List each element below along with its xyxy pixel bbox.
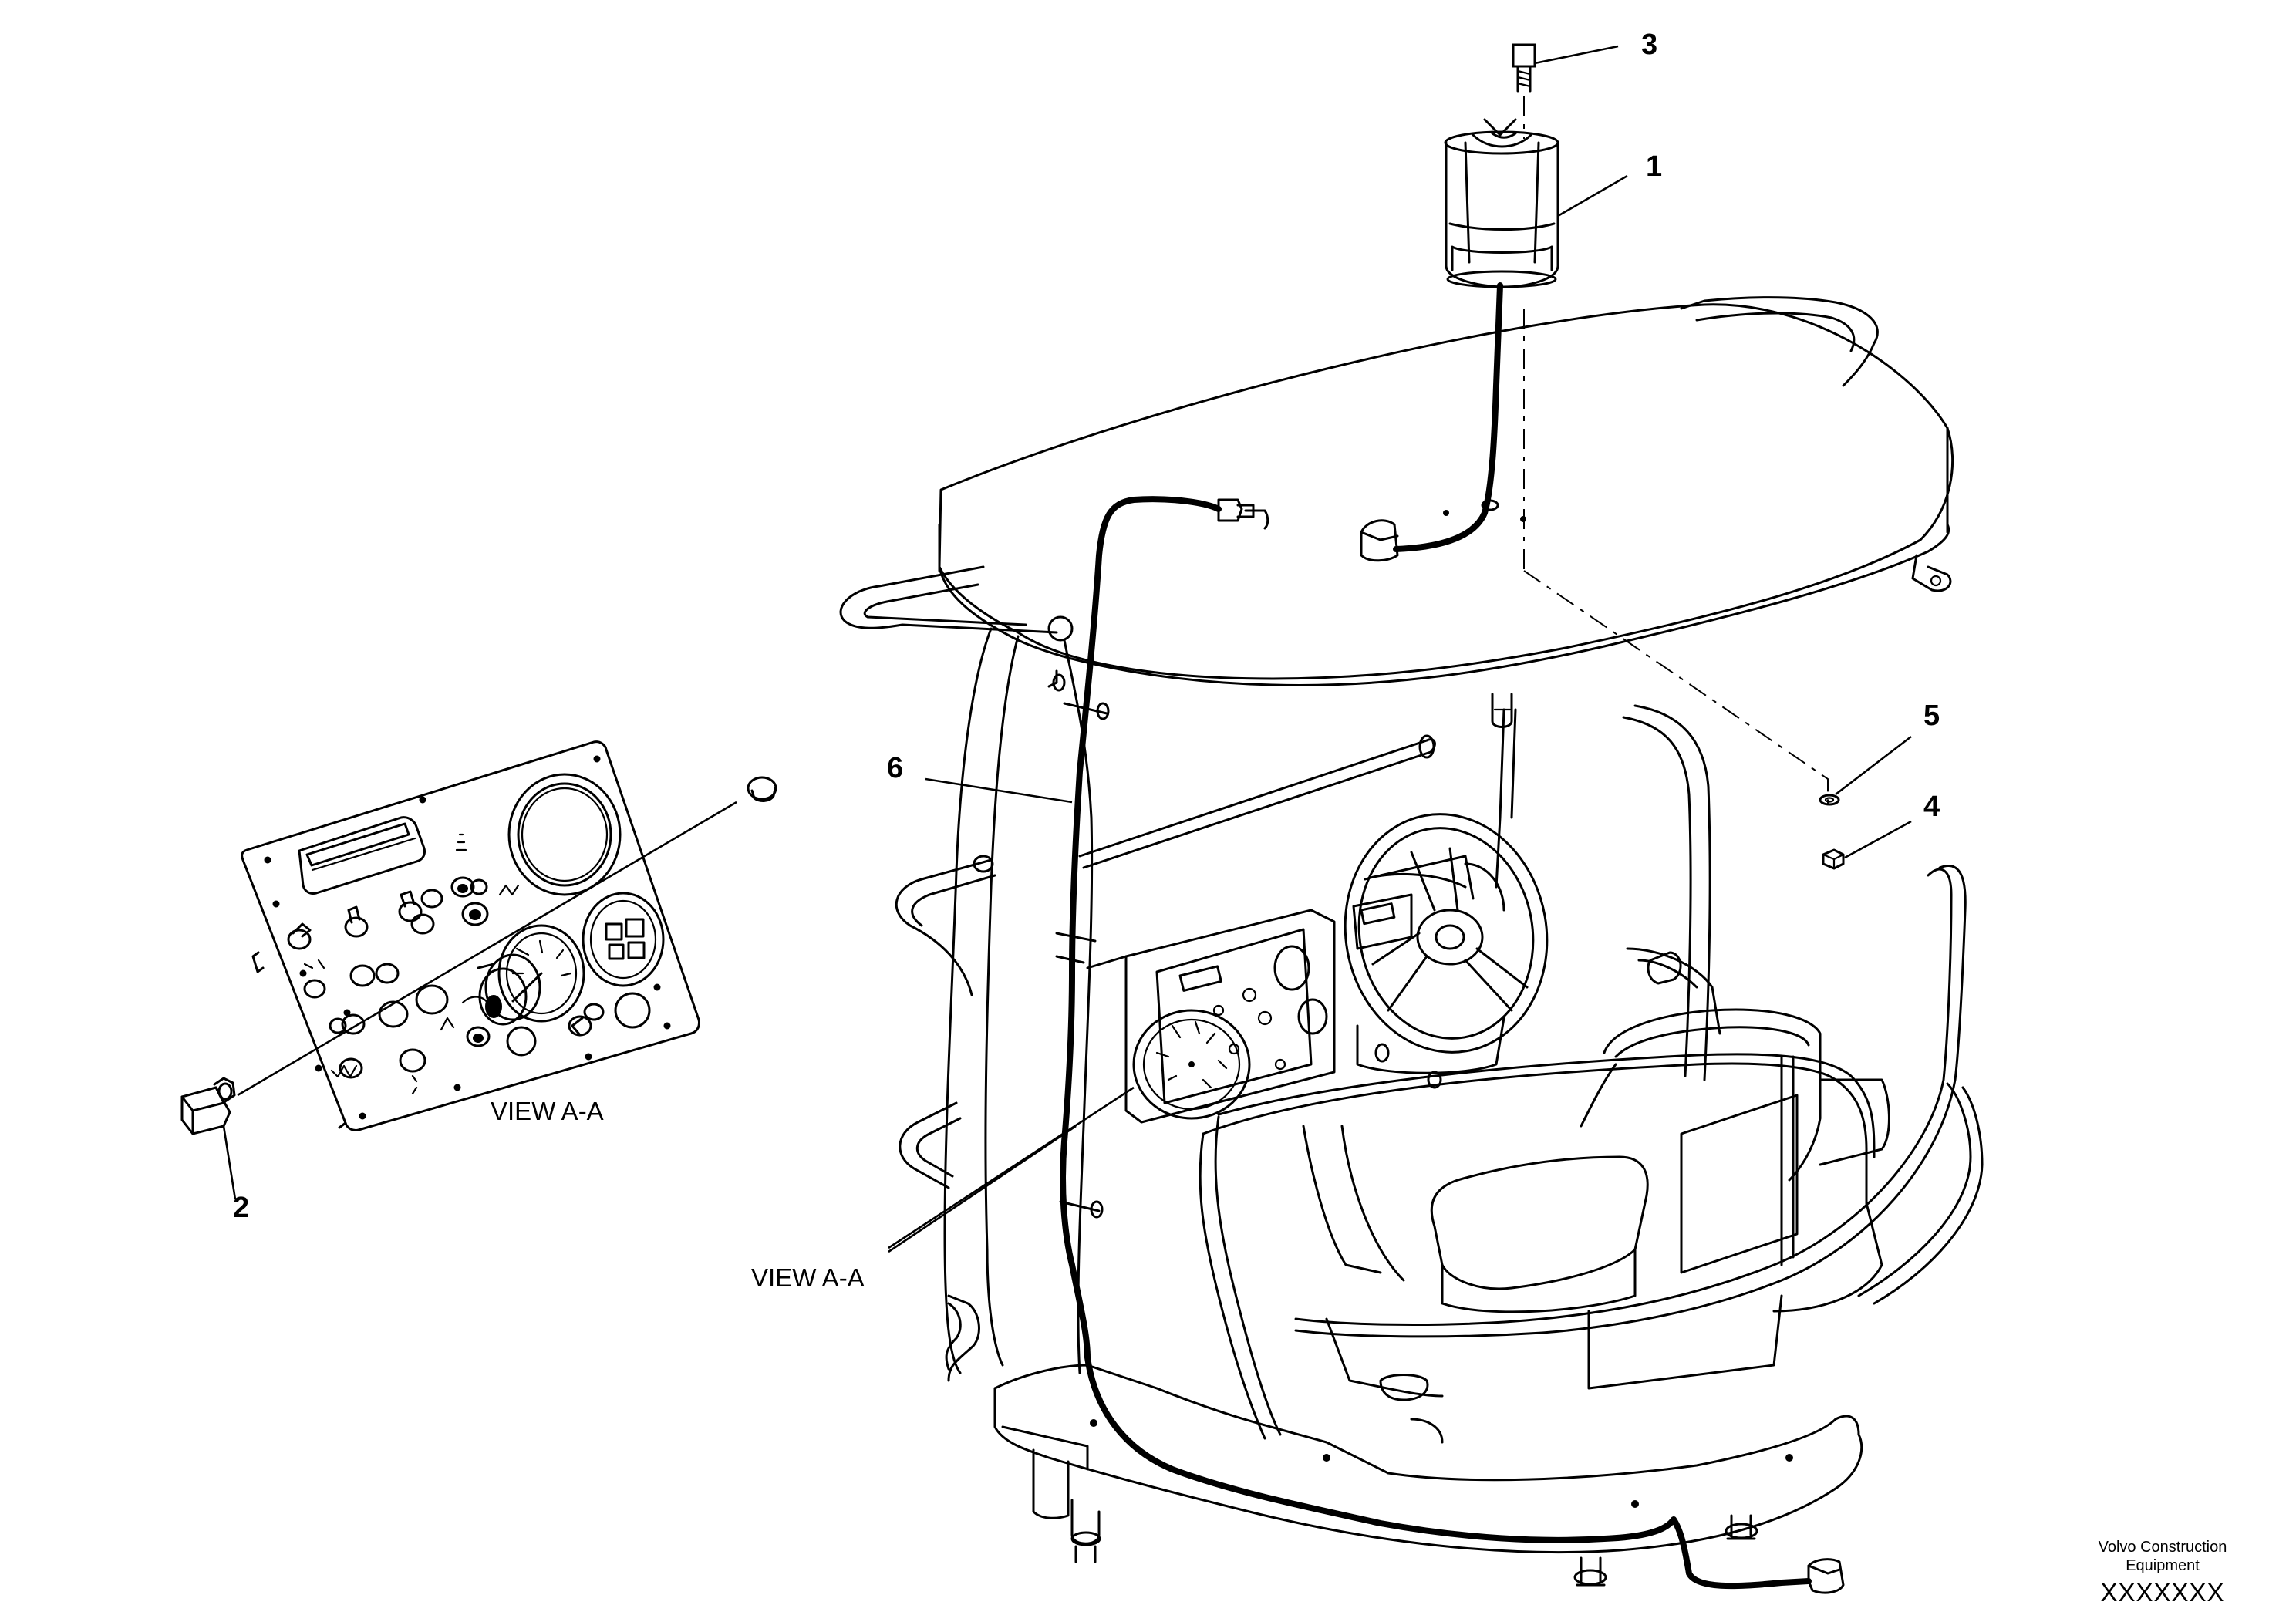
brand-line-2: Equipment: [2126, 1557, 2200, 1574]
left-side-rails: [895, 855, 996, 1382]
mount-feet: [1070, 1499, 1758, 1587]
axis-line-2: [1523, 570, 1829, 806]
view-label-main: VIEW A-A: [751, 1263, 865, 1292]
leader-lines: [222, 45, 1912, 1253]
beacon-light: [1444, 118, 1559, 288]
nut: [1822, 848, 1845, 870]
cab-frame: [943, 627, 1711, 1374]
bolt: [1512, 43, 1536, 93]
operator-guard-rail: [1199, 865, 1984, 1440]
view-label-detail: VIEW A-A: [491, 1097, 604, 1125]
brand-line-1: Volvo Construction: [2099, 1539, 2227, 1556]
rocker-switch: [180, 1077, 236, 1135]
main-harness: [1060, 496, 1812, 1590]
steering-column: [1356, 872, 1505, 1074]
callout-1: 1: [1646, 150, 1662, 183]
harness-connector-top: [1217, 498, 1269, 530]
harness-connector-bottom: [1807, 1558, 1845, 1594]
indicator-cap: [747, 776, 777, 802]
roof-rails: [839, 296, 1952, 642]
callout-5: 5: [1923, 700, 1940, 732]
callout-4: 4: [1923, 791, 1940, 823]
steering-wheel: [1344, 813, 1549, 1054]
beacon-cable: [1393, 282, 1503, 552]
drawing-code: XXXXXXX: [2100, 1578, 2224, 1607]
control-lever: [1626, 947, 1721, 1035]
floor-plate: [993, 1364, 1863, 1554]
roof-connector: [1360, 499, 1526, 562]
operator-seat: [1325, 1008, 1890, 1401]
instrument-panel-detail: [241, 740, 700, 1131]
washer: [1819, 794, 1840, 806]
callout-2: 2: [233, 1192, 249, 1224]
pillar-clips: [1047, 669, 1442, 1219]
dashboard-panel: [1086, 855, 1505, 1124]
cab-pedestal: [1302, 1125, 1444, 1444]
dash-gauge-cluster: [1132, 1009, 1251, 1120]
callout-3: 3: [1641, 29, 1657, 61]
callout-6: 6: [887, 752, 903, 784]
